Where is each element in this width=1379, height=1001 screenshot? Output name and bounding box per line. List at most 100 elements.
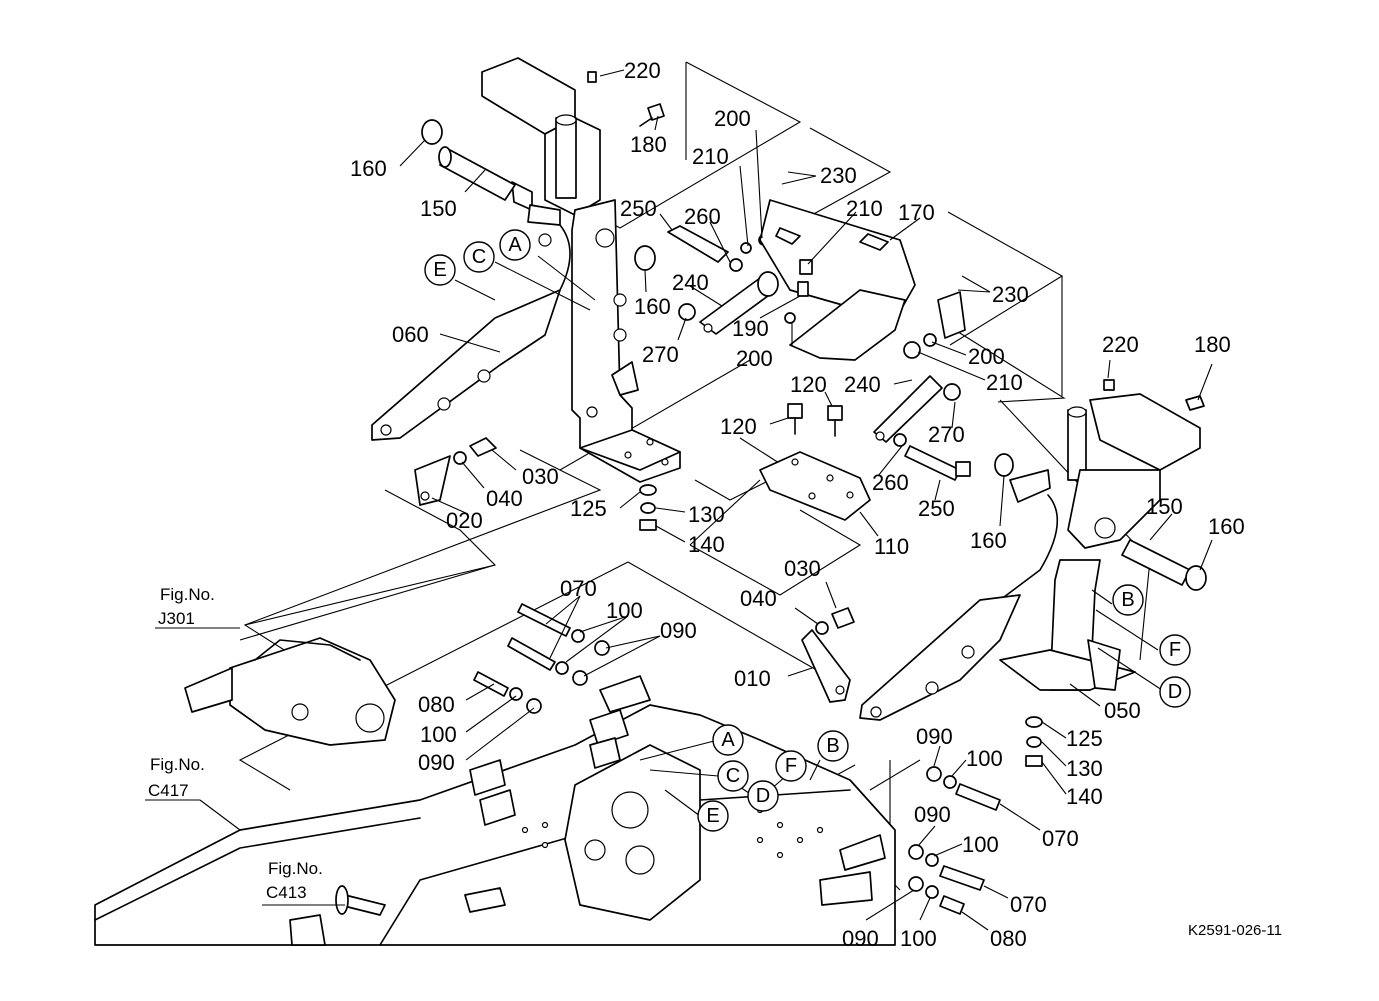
svg-text:J301: J301	[158, 609, 195, 628]
callout-c: C	[717, 760, 749, 792]
part-label: 070	[1042, 826, 1079, 851]
part-label: 090	[916, 724, 953, 749]
fig-ref-c413[interactable]: Fig.No. C413	[266, 859, 323, 902]
part-label: 150	[420, 196, 457, 221]
part-label: 125	[1066, 726, 1103, 751]
callout-letters: A C E A C E D F B B F D	[424, 229, 1191, 832]
svg-text:Fig.No.: Fig.No.	[150, 755, 205, 774]
callout-b: B	[1112, 584, 1144, 616]
part-label: 220	[624, 58, 661, 83]
linkage-240-left	[699, 271, 779, 335]
part-label: 200	[968, 344, 1005, 369]
svg-text:E: E	[433, 259, 446, 281]
left-spring	[421, 119, 656, 271]
part-label: 060	[392, 322, 429, 347]
svg-text:F: F	[1169, 639, 1181, 661]
callout-f: F	[775, 750, 807, 782]
part-label: 120	[790, 372, 827, 397]
part-label: 250	[620, 196, 657, 221]
part-label: 090	[914, 802, 951, 827]
part-label: 140	[688, 532, 725, 557]
fig-ref-j301[interactable]: Fig.No. J301	[158, 585, 215, 628]
part-label: 180	[630, 132, 667, 157]
svg-text:Fig.No.: Fig.No.	[268, 859, 323, 878]
callout-e: E	[697, 800, 729, 832]
callout-f: F	[1159, 634, 1191, 666]
svg-text:D: D	[756, 785, 770, 807]
svg-text:B: B	[826, 735, 839, 757]
part-label: 030	[784, 556, 821, 581]
part-label: 140	[1066, 784, 1103, 809]
svg-text:B: B	[1121, 589, 1134, 611]
part-label: 110	[874, 534, 909, 559]
part-label: 090	[418, 750, 455, 775]
part-label: 160	[1208, 514, 1245, 539]
left-bracket-assembly	[371, 57, 681, 483]
part-label: 210	[986, 370, 1023, 395]
part-label: 125	[570, 496, 607, 521]
svg-text:F: F	[785, 755, 797, 777]
part-labels: 220 180 160 150 200 210 230 250 260 210 …	[350, 58, 1245, 951]
part-label: 260	[684, 204, 721, 229]
callout-a: A	[499, 229, 531, 261]
svg-text:A: A	[721, 729, 735, 751]
main-frame	[94, 675, 896, 946]
part-label: 200	[736, 346, 773, 371]
part-label: 020	[446, 508, 483, 533]
callout-a: A	[712, 724, 744, 756]
svg-text:C417: C417	[148, 781, 189, 800]
part-label: 080	[990, 926, 1027, 951]
part-label: 050	[1104, 698, 1141, 723]
part-label: 100	[962, 832, 999, 857]
callout-e: E	[424, 254, 456, 286]
callout-d: D	[747, 780, 779, 812]
part-label: 090	[842, 926, 879, 951]
part-label: 160	[970, 528, 1007, 553]
svg-text:A: A	[508, 234, 522, 256]
part-label: 270	[928, 422, 965, 447]
part-label: 100	[420, 722, 457, 747]
callout-b: B	[817, 730, 849, 762]
part-label: 010	[734, 666, 771, 691]
part-label: 170	[898, 200, 935, 225]
part-label: 040	[486, 486, 523, 511]
part-label: 220	[1102, 332, 1139, 357]
housing-j301	[184, 637, 396, 746]
part-label: 240	[844, 372, 881, 397]
svg-text:D: D	[1168, 681, 1182, 703]
svg-text:C413: C413	[266, 883, 307, 902]
part-label: 100	[606, 598, 643, 623]
part-label: 070	[1010, 892, 1047, 917]
part-label: 270	[642, 342, 679, 367]
part-label: 260	[872, 470, 909, 495]
part-label: 100	[966, 746, 1003, 771]
part-label: 210	[846, 196, 883, 221]
part-label: 160	[634, 294, 671, 319]
right-bracket-assembly	[859, 379, 1207, 721]
part-label: 210	[692, 144, 729, 169]
callout-d: D	[1159, 676, 1191, 708]
part-label: 090	[660, 618, 697, 643]
part-label: 040	[740, 586, 777, 611]
part-label: 240	[672, 270, 709, 295]
svg-text:C: C	[726, 765, 740, 787]
figure-references: Fig.No. J301 Fig.No. C417 Fig.No. C413	[148, 585, 323, 902]
svg-text:Fig.No.: Fig.No.	[160, 585, 215, 604]
part-label: 070	[560, 576, 597, 601]
fig-ref-c417[interactable]: Fig.No. C417	[148, 755, 205, 800]
svg-text:C: C	[472, 246, 486, 268]
part-label: 200	[714, 106, 751, 131]
part-label: 130	[1066, 756, 1103, 781]
part-label: 080	[418, 692, 455, 717]
part-label: 190	[732, 316, 769, 341]
plate-110	[759, 403, 871, 521]
part-label: 150	[1146, 494, 1183, 519]
bracket-020	[414, 437, 497, 506]
callout-c: C	[463, 241, 495, 273]
svg-text:E: E	[706, 805, 719, 827]
part-label: 230	[992, 282, 1029, 307]
part-label: 250	[918, 496, 955, 521]
part-label: 120	[720, 414, 757, 439]
part-label: 180	[1194, 332, 1231, 357]
